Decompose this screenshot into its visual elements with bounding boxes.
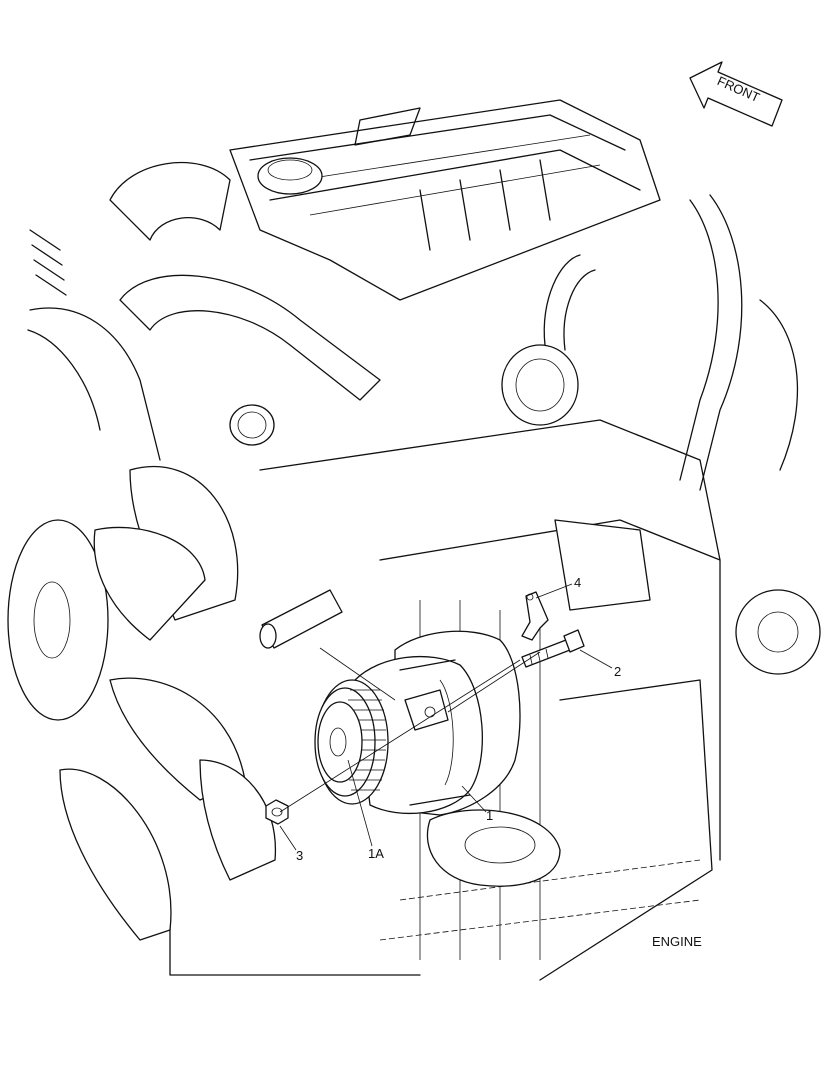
callout-4: 4: [574, 575, 581, 590]
terminal-lead: [521, 591, 549, 641]
callout-1: 1: [486, 808, 493, 823]
callout-3: 3: [296, 848, 303, 863]
callout-leaders: [279, 583, 613, 851]
front-direction-arrow: FRONT: [689, 61, 783, 127]
callout-1a: 1A: [368, 846, 384, 861]
assembly-lines: [279, 647, 541, 813]
mounting-bolt: [521, 629, 585, 668]
engine-block: [29, 99, 821, 981]
callout-labels: 1 1A 2 3 4: [296, 575, 621, 863]
engine-caption: ENGINE: [652, 934, 702, 949]
callout-2: 2: [614, 664, 621, 679]
alternator: [314, 630, 521, 816]
nut: [265, 799, 289, 825]
fan-and-crank-pulley: [7, 307, 277, 941]
